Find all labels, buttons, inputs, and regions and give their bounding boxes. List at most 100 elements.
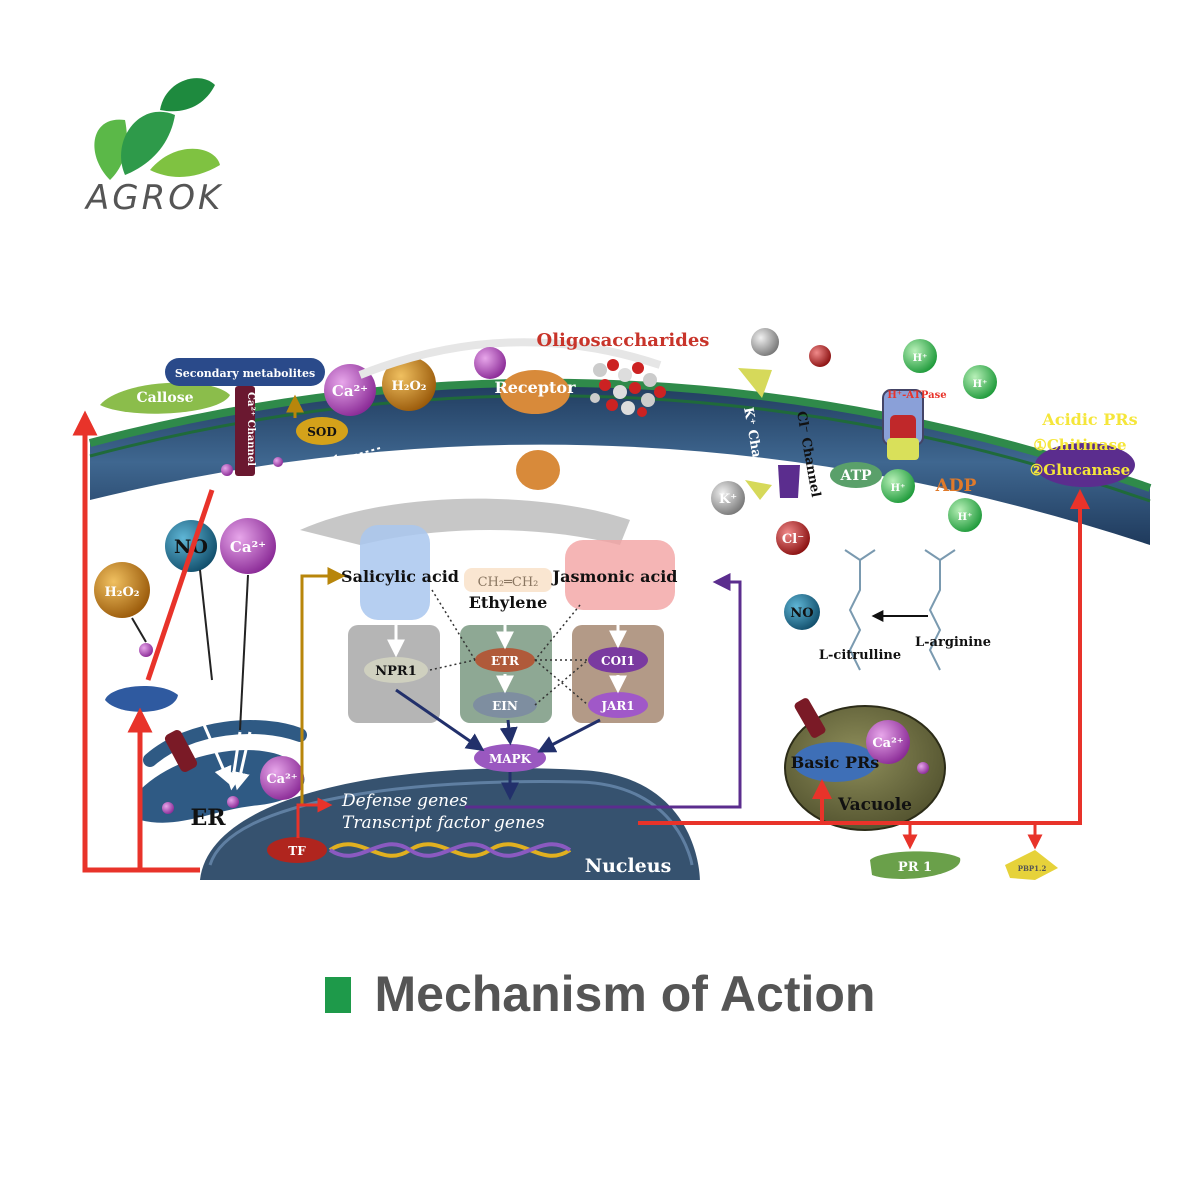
h-ion-3-label: H⁺: [891, 483, 906, 494]
adp-label: ADP: [935, 476, 977, 496]
red-ion-top: [809, 345, 831, 367]
no-ion-right-label: NO: [790, 606, 813, 621]
er-ca-ion: [260, 756, 304, 800]
l-arginine-structure: [924, 549, 956, 671]
etr-shape: [475, 648, 535, 672]
transcript-factor-genes-label: Transcript factor genes: [342, 813, 545, 833]
mechanism-diagram: Ca²⁺ Basic PRs Vacuole Callose Secondary…: [72, 328, 1152, 880]
er-label: ER: [190, 805, 226, 831]
pr1-label: PR 1: [898, 860, 932, 875]
cl-channel-shape: [778, 465, 800, 498]
ca-channel: [235, 386, 255, 476]
red-arrow-to-cytoplasm: [127, 707, 200, 873]
vacuole-label: Vacuole: [837, 795, 912, 815]
salicylic-acid-glow: [360, 525, 430, 620]
er-white-arrow-3: [232, 731, 252, 791]
caption: Mechanism of Action: [0, 965, 1200, 1023]
salicylic-acid-label: Salicylic acid: [341, 567, 459, 586]
coi1-label: COI1: [601, 654, 635, 668]
receptor-ligand: [474, 347, 506, 379]
mapk-shape: [474, 744, 546, 772]
jar1-shape: [588, 692, 648, 718]
pbp12-label: PBP1.2: [1018, 864, 1047, 873]
ca-signal-line: [239, 574, 249, 731]
coi1-shape: [588, 647, 648, 673]
no-ion-right: [784, 594, 820, 630]
ca-channel-ion: [221, 464, 233, 476]
secondary-metabolites-label: Secondary metabolites: [175, 367, 315, 380]
ein-shape: [473, 692, 537, 718]
er-ca-label: Ca²⁺: [266, 772, 297, 787]
small-ca-ion-left: [139, 643, 153, 657]
l-arginine-label: L-arginine: [915, 635, 991, 650]
npr1-label: NPR1: [375, 664, 417, 679]
signal-curve-arrow: [300, 498, 630, 545]
sod-label: SOD: [307, 425, 337, 439]
brand-name: AGROK: [86, 178, 224, 218]
pr1-shape: [870, 851, 961, 879]
jasmonic-acid-label: Jasmonic acid: [551, 567, 678, 586]
receptor-label: Receptor: [494, 378, 576, 397]
jar1-label: JAR1: [600, 699, 634, 713]
k-channel-shape: [738, 368, 772, 398]
atp-shape: [830, 462, 882, 488]
logo-leaf-center: [121, 111, 175, 175]
jasmonic-acid-glow: [565, 540, 675, 610]
ca-ion-cytoplasm-label: Ca²⁺: [230, 538, 266, 556]
gold-feedback-arrow: [300, 567, 346, 807]
no-signal-line: [199, 569, 213, 681]
vacuole-ca-label: Ca²⁺: [872, 736, 903, 751]
caption-green-square: [324, 977, 351, 1013]
nucleus-label: Nucleus: [585, 855, 672, 877]
npr1-shape: [364, 657, 428, 683]
etr-label: ETR: [491, 654, 520, 668]
receptor-inner: [516, 450, 560, 490]
crosstalk-lines: [429, 589, 589, 706]
ca-ion-top-label: Ca²⁺: [332, 382, 368, 400]
logo-leaf-left: [94, 119, 127, 180]
defense-genes-label: Defense genes: [341, 791, 468, 811]
red-line-to-channel: [145, 489, 215, 681]
tf-label: TF: [288, 844, 306, 858]
acidic-prs-item-1: ①Chitinase: [1033, 436, 1126, 454]
sod-dotted-arrow: [326, 447, 381, 466]
vacuole-ca-ion: [866, 720, 910, 764]
h2o2-ion-cytoplasm-label: H₂O₂: [105, 585, 140, 600]
acidic-prs-title: Acidic PRs: [1041, 410, 1137, 429]
l-citrulline-label: L-citrulline: [819, 648, 901, 663]
agrok-logo: [94, 78, 220, 180]
callose-shape: [100, 382, 230, 414]
cl-ion-label: Cl⁻: [782, 532, 804, 547]
ein-label: EIN: [492, 699, 518, 713]
h-ion-2-label: H⁺: [973, 379, 988, 390]
er-ca-channel: [164, 729, 198, 773]
h-atpase-label: H⁺-ATPase: [887, 390, 946, 401]
cl-ion: [776, 521, 810, 555]
ethylene-label: Ethylene: [469, 593, 548, 612]
acidic-prs-item-2: ②Glucanase: [1030, 461, 1130, 479]
oligosaccharides-label: Oligosaccharides: [537, 330, 710, 351]
h2o2-signal-line: [131, 617, 147, 643]
caption-title: Mechanism of Action: [374, 966, 876, 1022]
sod-enzyme: [296, 417, 348, 445]
h-ion-1: [903, 339, 937, 373]
h2o2-ion-cytoplasm: [94, 562, 150, 618]
h-ion-1-label: H⁺: [913, 353, 928, 364]
k-ion-label: K⁺: [719, 492, 737, 507]
ethylene-formula-bg: [464, 568, 552, 592]
mapk-label: MAPK: [489, 752, 532, 766]
logo-leaf-top: [160, 78, 215, 112]
h-ion-4: [948, 498, 982, 532]
vacuole-small-ion: [917, 762, 929, 774]
l-citrulline-structure: [844, 549, 876, 671]
vacuole-channel: [794, 698, 826, 738]
er-small-ion-2: [227, 796, 239, 808]
purple-feedback-arrow: [465, 573, 742, 809]
ca-ion-cytoplasm: [220, 518, 276, 574]
dna-helix: [328, 842, 572, 858]
acidic-prs-shape: [1035, 443, 1135, 487]
membrane-arc: [358, 338, 662, 379]
h-ion-4-label: H⁺: [958, 512, 973, 523]
nucleus-envelope: [208, 780, 694, 866]
ethylene-formula: CH₂═CH₂: [478, 575, 539, 590]
